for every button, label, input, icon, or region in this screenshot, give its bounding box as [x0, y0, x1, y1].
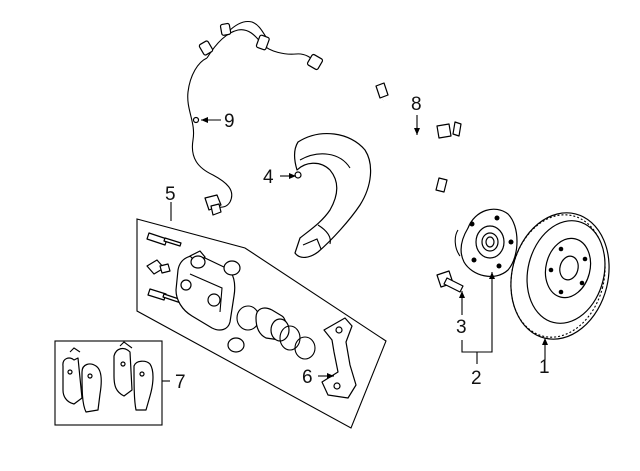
callout-1: 1: [539, 357, 550, 378]
callout-8: 8: [411, 94, 422, 115]
callout-6: 6: [302, 367, 313, 388]
callout-9: 9: [224, 111, 235, 132]
callout-4: 4: [263, 167, 274, 188]
wheel-bolt: [436, 270, 464, 293]
callout-2: 2: [471, 368, 482, 389]
wheel-hub: [454, 208, 518, 278]
leader-lines: [201, 115, 548, 379]
caliper-assembly-box: [136, 202, 387, 429]
brake-rotor: [510, 212, 610, 340]
dust-shield: [293, 133, 372, 258]
callout-7: 7: [175, 372, 186, 393]
abs-sensor-wire: [187, 20, 324, 216]
brake-pads-box: [54, 340, 170, 426]
brake-hose: [375, 82, 462, 193]
callout-5: 5: [165, 184, 176, 205]
callout-3: 3: [456, 317, 467, 338]
